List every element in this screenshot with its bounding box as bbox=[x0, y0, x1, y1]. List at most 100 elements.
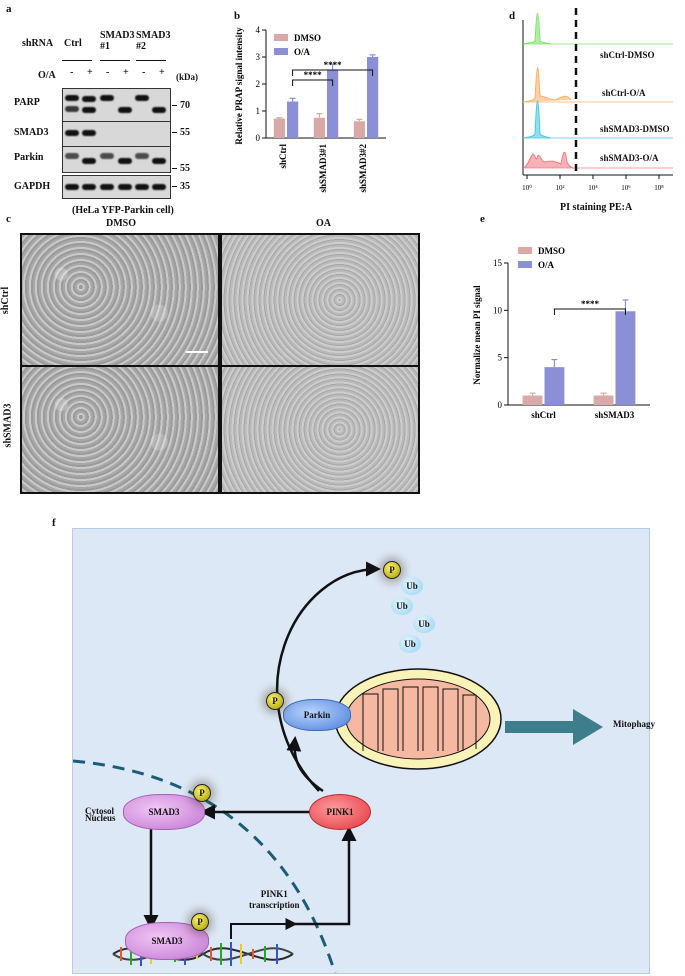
group-label-ctrl: Ctrl bbox=[64, 38, 82, 49]
p-parkin: P bbox=[266, 692, 284, 710]
mitophagy-label: Mitophagy bbox=[613, 719, 656, 729]
row-label-smad3: SMAD3 bbox=[14, 127, 49, 138]
significance-label: **** bbox=[324, 60, 343, 70]
kda-tick-gapdh bbox=[172, 186, 177, 187]
kda-tick-parp bbox=[172, 105, 177, 106]
bar-dmso-1 bbox=[593, 395, 614, 405]
panel-label-b: b bbox=[234, 10, 241, 22]
legend-swatch bbox=[274, 48, 288, 55]
significance-label: **** bbox=[304, 70, 323, 80]
panel-label-e: e bbox=[480, 213, 485, 225]
micrograph-shctrl-oa bbox=[220, 233, 420, 367]
legend-label: DMSO bbox=[538, 246, 565, 256]
panel-label-c: c bbox=[6, 213, 11, 225]
micrograph-shctrl-dmso bbox=[20, 233, 220, 367]
kda-tick-smad3 bbox=[172, 132, 177, 133]
significance-label: **** bbox=[581, 299, 600, 309]
parkin-protein: Parkin bbox=[283, 699, 351, 731]
blot-gapdh bbox=[62, 175, 171, 199]
track-label-3: shSMAD3-DMSO bbox=[600, 124, 670, 134]
histogram-peak bbox=[522, 151, 574, 169]
cytosol-label: Cytosol bbox=[85, 806, 114, 816]
scale-bar bbox=[186, 351, 208, 353]
mitophagy-arrow bbox=[505, 709, 603, 745]
significance-bracket bbox=[292, 69, 374, 76]
kda-parp: 70 bbox=[180, 100, 190, 111]
histogram-peak bbox=[522, 67, 572, 103]
arrow-pink1-to-parkin bbox=[286, 736, 324, 793]
group-label-smad3-2: SMAD3 #2 bbox=[136, 30, 171, 52]
row-label-parp: PARP bbox=[14, 97, 40, 108]
kda-tick-parkin bbox=[172, 168, 177, 169]
pathway-diagram: SMAD3 P SMAD3 P PINK1 Parkin P P Ub Ub U… bbox=[72, 528, 655, 974]
ub-4: Ub bbox=[399, 635, 421, 653]
row-label-parkin: Parkin bbox=[14, 152, 44, 163]
sign-4: + bbox=[123, 67, 129, 78]
y-tick-label: 15 bbox=[493, 258, 503, 268]
x-tick-label: 10² bbox=[555, 184, 564, 192]
sign-2: + bbox=[87, 67, 93, 78]
histogram-peak bbox=[522, 100, 552, 139]
bar-oa-0 bbox=[544, 367, 565, 405]
x-tick-label: 10⁶ bbox=[621, 184, 631, 192]
group-label-smad3-1: SMAD3 #1 bbox=[100, 30, 135, 52]
smad3-cytosol: SMAD3 bbox=[123, 794, 205, 830]
row-label-shsmad3: shSMAD3 bbox=[2, 403, 14, 448]
legend-swatch bbox=[274, 34, 288, 41]
blot-parp bbox=[62, 88, 171, 122]
bar-oa-0 bbox=[287, 101, 299, 138]
y-axis-label: Normalize mean PI signal bbox=[472, 285, 482, 385]
histogram-peak bbox=[522, 13, 552, 45]
kda-smad3: 55 bbox=[180, 127, 190, 138]
x-tick-label: 10⁰ bbox=[522, 184, 532, 192]
group-underline-ctrl bbox=[62, 60, 92, 61]
group-underline-smad3-2 bbox=[136, 60, 166, 61]
blot-smad3 bbox=[62, 121, 171, 147]
group-underline-smad3-1 bbox=[100, 60, 130, 61]
sign-5: - bbox=[142, 67, 146, 78]
p-smad3-cytosol: P bbox=[193, 784, 211, 802]
nucleus-label: Nucleus bbox=[85, 813, 116, 823]
pink1-protein: PINK1 bbox=[309, 794, 371, 830]
p-smad3-nuclear: P bbox=[191, 913, 209, 931]
panel-label-f: f bbox=[52, 517, 56, 529]
col-label-dmso: DMSO bbox=[106, 218, 136, 229]
row-label-gapdh: GAPDH bbox=[14, 181, 51, 192]
y-tick-label: 2 bbox=[256, 79, 261, 89]
blot-parkin bbox=[62, 146, 171, 173]
bar-oa-2 bbox=[367, 57, 379, 138]
sign-3: - bbox=[106, 67, 110, 78]
legend-label: O/A bbox=[294, 47, 311, 57]
y-tick-label: 1 bbox=[256, 106, 261, 116]
bar-dmso-2 bbox=[353, 121, 365, 138]
track-label-4: shSMAD3-O/A bbox=[600, 153, 659, 163]
col-label-oa: OA bbox=[316, 218, 331, 229]
legend-swatch bbox=[518, 247, 532, 254]
transcription-label: PINK1 transcription bbox=[249, 889, 300, 910]
bar-oa-1 bbox=[615, 311, 636, 405]
micrograph-shsmad3-oa bbox=[220, 365, 420, 494]
p-ub: P bbox=[383, 561, 401, 579]
legend-label: O/A bbox=[538, 260, 555, 270]
kda-gapdh: 35 bbox=[180, 181, 190, 192]
panel-label-a: a bbox=[6, 3, 12, 15]
micrograph-shsmad3-dmso bbox=[20, 365, 220, 494]
x-category-label: shCtrl bbox=[278, 144, 288, 169]
mitochondrion bbox=[334, 668, 502, 770]
bar-dmso-0 bbox=[273, 118, 285, 138]
arrow-pink1-to-ub bbox=[276, 561, 381, 792]
x-category-label: shCtrl bbox=[531, 410, 556, 420]
y-tick-label: 0 bbox=[256, 133, 261, 143]
row-label-shctrl: shCtrl bbox=[0, 286, 12, 315]
kda-parkin: 55 bbox=[180, 163, 190, 174]
panel-label-d: d bbox=[509, 10, 516, 22]
legend-swatch bbox=[518, 261, 532, 268]
arrow-transcription bbox=[230, 918, 298, 939]
x-tick-label: 10⁴ bbox=[588, 184, 598, 192]
arrow-transcription-to-pink1 bbox=[295, 826, 357, 926]
shrna-label: shRNA bbox=[22, 38, 54, 49]
ub-1: Ub bbox=[401, 577, 423, 595]
x-category-label: shSMAD3 bbox=[595, 410, 635, 420]
y-axis-label: Relative PRAP signal intensity bbox=[234, 27, 244, 145]
